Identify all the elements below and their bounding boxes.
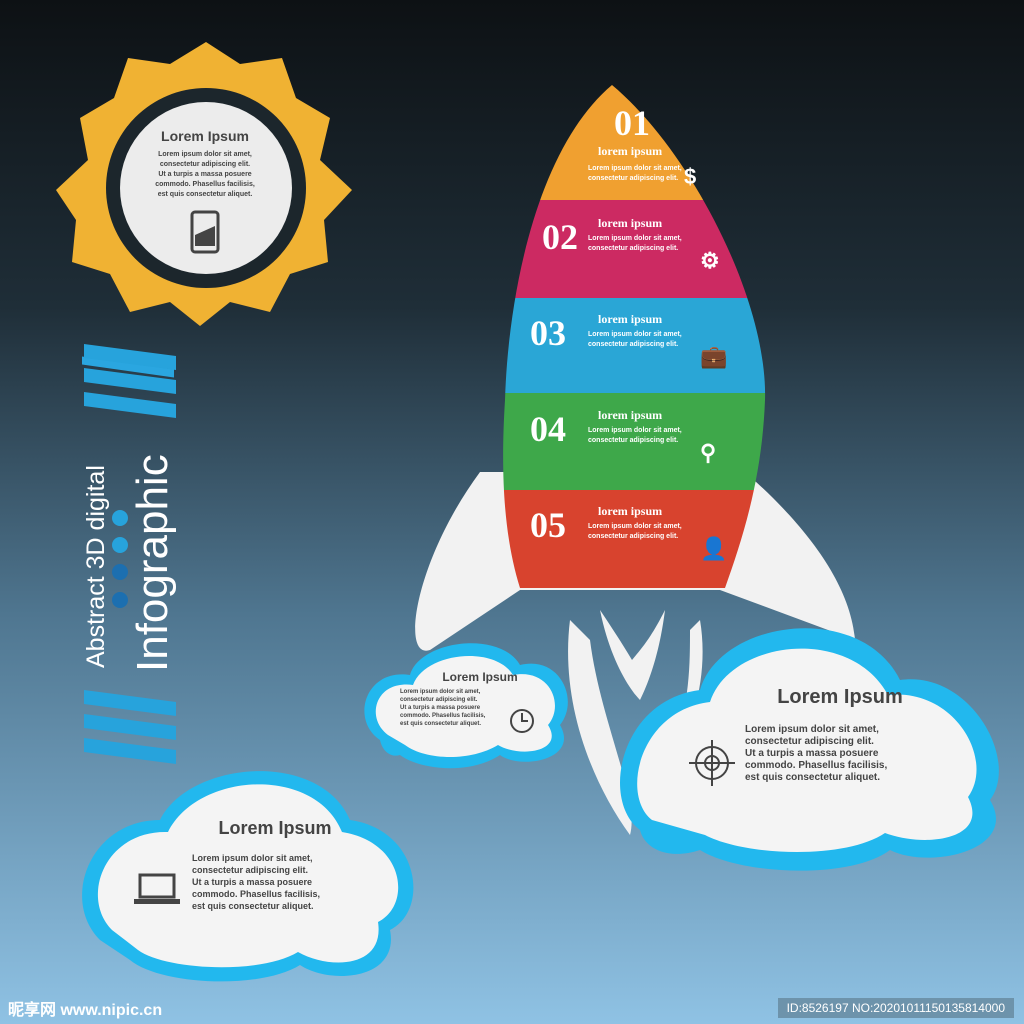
target-icon (689, 740, 735, 786)
smartphone-icon (190, 210, 220, 254)
dollar-icon: $ (684, 164, 697, 189)
decor-stripes (82, 356, 174, 378)
badge-title: Lorem Ipsum (161, 128, 249, 144)
sun-badge (56, 42, 352, 326)
rocket-flame (568, 610, 703, 835)
segment-desc: consectetur adipiscing elit. (588, 437, 679, 444)
segment-desc: consectetur adipiscing elit. (588, 175, 679, 182)
segment-title: lorem ipsum (598, 312, 663, 326)
segment-desc: Lorem ipsum dolor sit amet, (588, 427, 682, 434)
title: Infographic (128, 454, 177, 672)
person-icon: 👤 (700, 536, 728, 561)
briefcase-icon: 💼 (700, 344, 728, 369)
laptop-icon (134, 873, 180, 904)
segment-desc: Lorem ipsum dolor sit amet, (588, 331, 682, 338)
magnifier-icon: ⚲ (700, 440, 717, 465)
cloud-left (82, 771, 414, 982)
segment-desc: Lorem ipsum dolor sit amet, (588, 523, 682, 530)
segment-number: 05 (530, 505, 566, 545)
rocket-body (503, 85, 766, 588)
cloud-small-text: Lorem ipsum dolor sit amet,consectetur a… (400, 689, 486, 727)
segment-number: 01 (614, 103, 650, 143)
segment-desc: Lorem ipsum dolor sit amet, (588, 165, 682, 172)
cloud-small (364, 643, 568, 769)
image-id: ID:8526197 NO:20201011150135814000 (777, 998, 1014, 1018)
cloud-right-text: Lorem ipsum dolor sit amet,consectetur a… (745, 724, 888, 783)
segment-desc: consectetur adipiscing elit. (588, 533, 679, 540)
watermark: 昵享网 www.nipic.cn (8, 1002, 163, 1019)
segment-number: 04 (530, 409, 566, 449)
segment-title: lorem ipsum (598, 216, 663, 230)
segment-desc: Lorem ipsum dolor sit amet, (588, 235, 682, 242)
cloud-left-title: Lorem Ipsum (218, 818, 332, 838)
cloud-left-text: Lorem ipsum dolor sit amet,consectetur a… (192, 853, 321, 911)
clock-icon (510, 709, 534, 733)
segment-number: 02 (542, 217, 578, 257)
segment-desc: consectetur adipiscing elit. (588, 245, 679, 252)
cloud-right-title: Lorem Ipsum (777, 686, 903, 708)
segment-number: 03 (530, 313, 566, 353)
cloud-small-title: Lorem Ipsum (442, 670, 518, 684)
badge-text: Lorem ipsum dolor sit amet,consectetur a… (155, 151, 255, 198)
decor-dots (112, 510, 128, 608)
gears-icon: ⚙ (700, 248, 720, 273)
subtitle: Abstract 3D digital (82, 465, 110, 668)
segment-title: lorem ipsum (598, 408, 663, 422)
cloud-right (620, 628, 999, 871)
segment-desc: consectetur adipiscing elit. (588, 341, 679, 348)
segment-title: lorem ipsum (598, 504, 663, 518)
segment-title: lorem ipsum (598, 144, 663, 158)
